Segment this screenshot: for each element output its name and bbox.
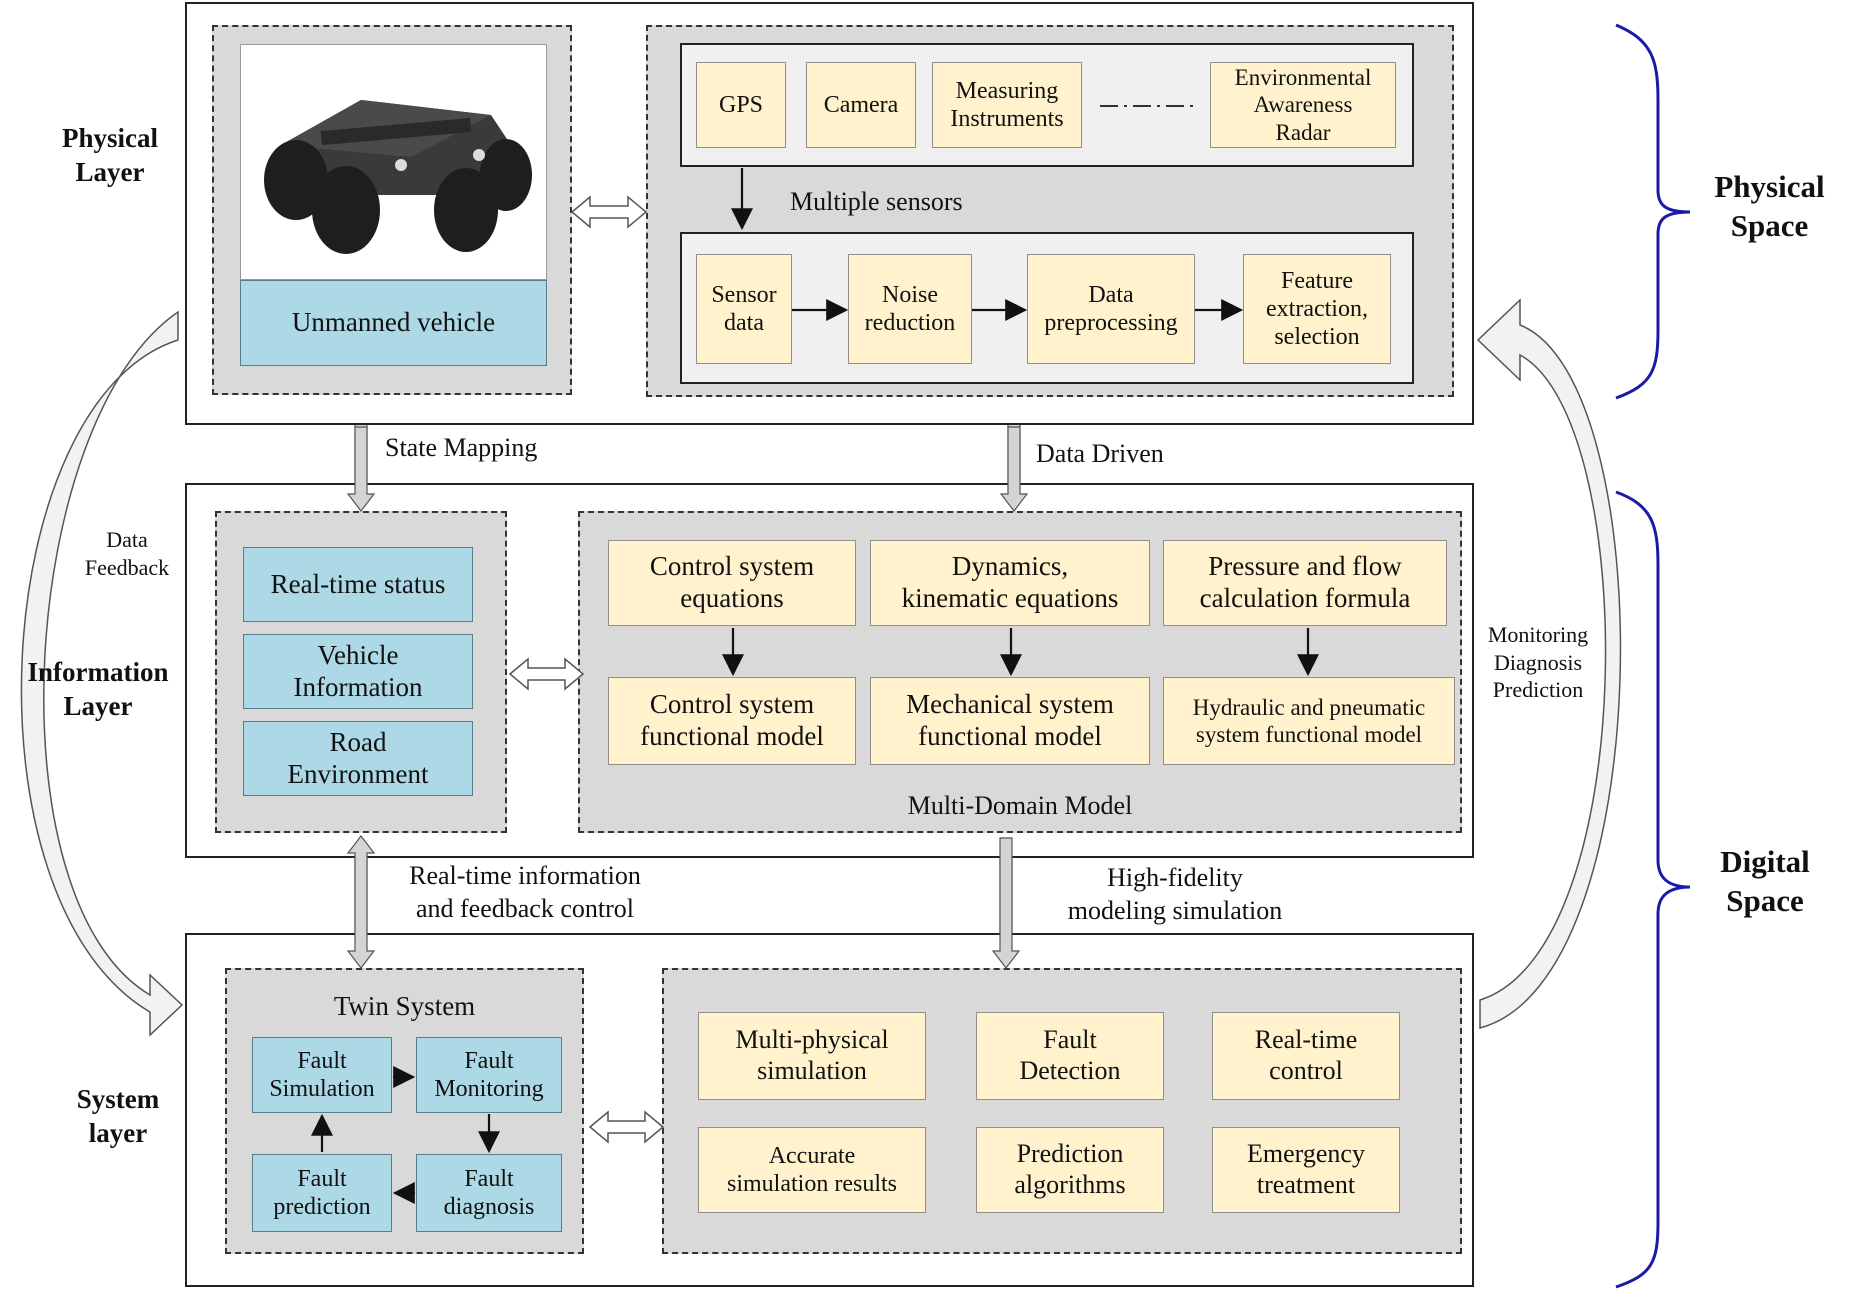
realtime-feedback-label: Real-time information and feedback contr…	[409, 861, 641, 923]
multi-physical-simulation-box: Multi-physical simulation	[698, 1012, 926, 1100]
emergency-treatment-box: Emergency treatment	[1212, 1127, 1400, 1213]
unmanned-vehicle-icon	[264, 100, 532, 254]
control-model-box: Control system functional model	[608, 677, 856, 765]
multiple-sensors-label: Multiple sensors	[790, 187, 963, 216]
road-environment-box: Road Environment	[243, 721, 473, 796]
monitoring-label: Monitoring Diagnosis Prediction	[1487, 622, 1589, 702]
control-equations-box: Control system equations	[608, 540, 856, 626]
vehicle-information-box: Vehicle Information	[243, 634, 473, 709]
system-layer-label: System layer	[76, 1084, 160, 1148]
information-layer-label: Information Layer	[27, 657, 169, 721]
digital-space-brace	[1615, 490, 1691, 1289]
fault-detection-box: Fault Detection	[976, 1012, 1164, 1100]
pressure-formula-box: Pressure and flow calculation formula	[1163, 540, 1447, 626]
accurate-simulation-box: Accurate simulation results	[698, 1127, 926, 1213]
sensor-gps: GPS	[696, 62, 786, 148]
state-mapping-label: State Mapping	[385, 433, 538, 462]
sensor-measuring-instruments: Measuring Instruments	[932, 62, 1082, 148]
mechanical-model-box: Mechanical system functional model	[870, 677, 1150, 765]
pipeline-data-preprocessing: Data preprocessing	[1027, 254, 1195, 364]
pipeline-noise-reduction: Noise reduction	[848, 254, 972, 364]
fault-monitoring-box: Fault Monitoring	[416, 1037, 562, 1113]
physical-layer-label: Physical Layer	[61, 123, 158, 187]
pipeline-sensor-data: Sensor data	[696, 254, 792, 364]
hydraulic-model-box: Hydraulic and pneumatic system functiona…	[1163, 677, 1455, 765]
fault-diagnosis-box: Fault diagnosis	[416, 1154, 562, 1232]
fault-prediction-box: Fault prediction	[252, 1154, 392, 1232]
vehicle-label-box: Unmanned vehicle	[240, 280, 547, 366]
pipeline-feature-extraction: Feature extraction, selection	[1243, 254, 1391, 364]
digital-space-label: Digital Space	[1720, 844, 1810, 918]
physical-space-brace	[1615, 23, 1691, 400]
twin-system-title: Twin System	[333, 991, 476, 1021]
multi-domain-caption: Multi-Domain Model	[907, 791, 1133, 820]
sensor-radar: Environmental Awareness Radar	[1210, 62, 1396, 148]
physical-space-label: Physical Space	[1714, 169, 1825, 243]
realtime-control-box: Real-time control	[1212, 1012, 1400, 1100]
data-feedback-label: Data Feedback	[84, 527, 170, 580]
realtime-status-box: Real-time status	[243, 547, 473, 622]
sensor-camera: Camera	[806, 62, 916, 148]
high-fidelity-label: High-fidelity modeling simulation	[1067, 863, 1283, 925]
dynamics-equations-box: Dynamics, kinematic equations	[870, 540, 1150, 626]
vehicle-image	[240, 44, 547, 280]
prediction-algorithms-box: Prediction algorithms	[976, 1127, 1164, 1213]
fault-simulation-box: Fault Simulation	[252, 1037, 392, 1113]
data-driven-label: Data Driven	[1036, 439, 1164, 468]
